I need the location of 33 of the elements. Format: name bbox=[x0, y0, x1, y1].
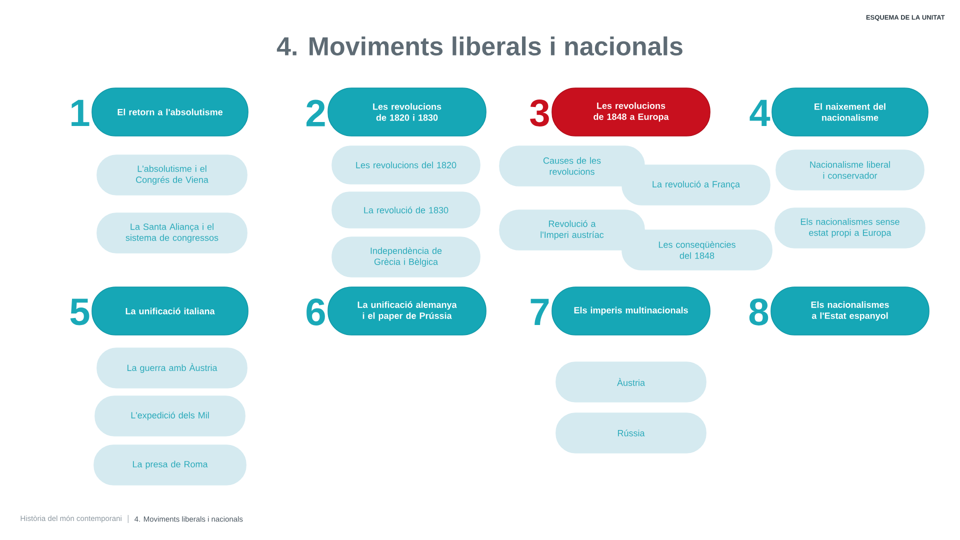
section-number: 5 bbox=[70, 298, 90, 326]
topic-pill: Àustria bbox=[556, 362, 706, 402]
section-number: 8 bbox=[749, 298, 768, 326]
section-number: 6 bbox=[306, 298, 325, 326]
topic-pill: La Santa Aliança i el sistema de congressos bbox=[96, 212, 248, 254]
topic-pill: Rússia bbox=[556, 412, 706, 454]
topic-pill: La revolució a França bbox=[622, 164, 770, 206]
topic-pill: La presa de Roma bbox=[94, 444, 246, 486]
heading-pill: La unificació italiana bbox=[92, 286, 248, 336]
section-number: 4 bbox=[750, 100, 770, 126]
heading-pill: La unificació alemanya i el paper de Prússia bbox=[328, 286, 486, 336]
topic-pill: L'expedició dels Mil bbox=[94, 396, 246, 436]
heading-pill: El retorn a l'absolutisme bbox=[92, 88, 248, 136]
heading-pill: Les revolucions de 1820 i 1830 bbox=[328, 88, 486, 136]
heading-pill: Els imperis multinacionals bbox=[552, 286, 710, 336]
topic-pill: Les conseqüències del 1848 bbox=[622, 230, 772, 270]
section-number: 7 bbox=[530, 298, 549, 326]
heading-pill: El naixement del nacionalisme bbox=[772, 88, 928, 136]
heading-pill: Els nacionalismes a l'Estat espanyol bbox=[770, 286, 930, 336]
title: 4. Moviments liberals i nacionals bbox=[276, 36, 682, 56]
topic-pill: Revolució a l'Imperi austríac bbox=[499, 210, 645, 250]
topic-pill: Els nacionalismes sense estat propi a Europa bbox=[774, 208, 926, 248]
topic-pill: Independència de Grècia i Bèlgica bbox=[332, 236, 480, 278]
heading-pill: Les revolucions de 1848 a Europa bbox=[552, 88, 710, 136]
topic-pill: La guerra amb Àustria bbox=[96, 348, 248, 388]
section-number: 2 bbox=[306, 100, 325, 126]
topic-pill: Causes de les revolucions bbox=[499, 146, 645, 186]
topic-pill: La revolució de 1830 bbox=[332, 192, 480, 228]
topic-pill: L'absolutisme i el Congrés de Viena bbox=[96, 154, 248, 196]
topic-pill: Nacionalisme liberal i conservador bbox=[776, 150, 924, 190]
topic-pill: Les revolucions del 1820 bbox=[332, 146, 480, 184]
section-number: 1 bbox=[72, 100, 90, 126]
section-number: 3 bbox=[530, 100, 549, 126]
